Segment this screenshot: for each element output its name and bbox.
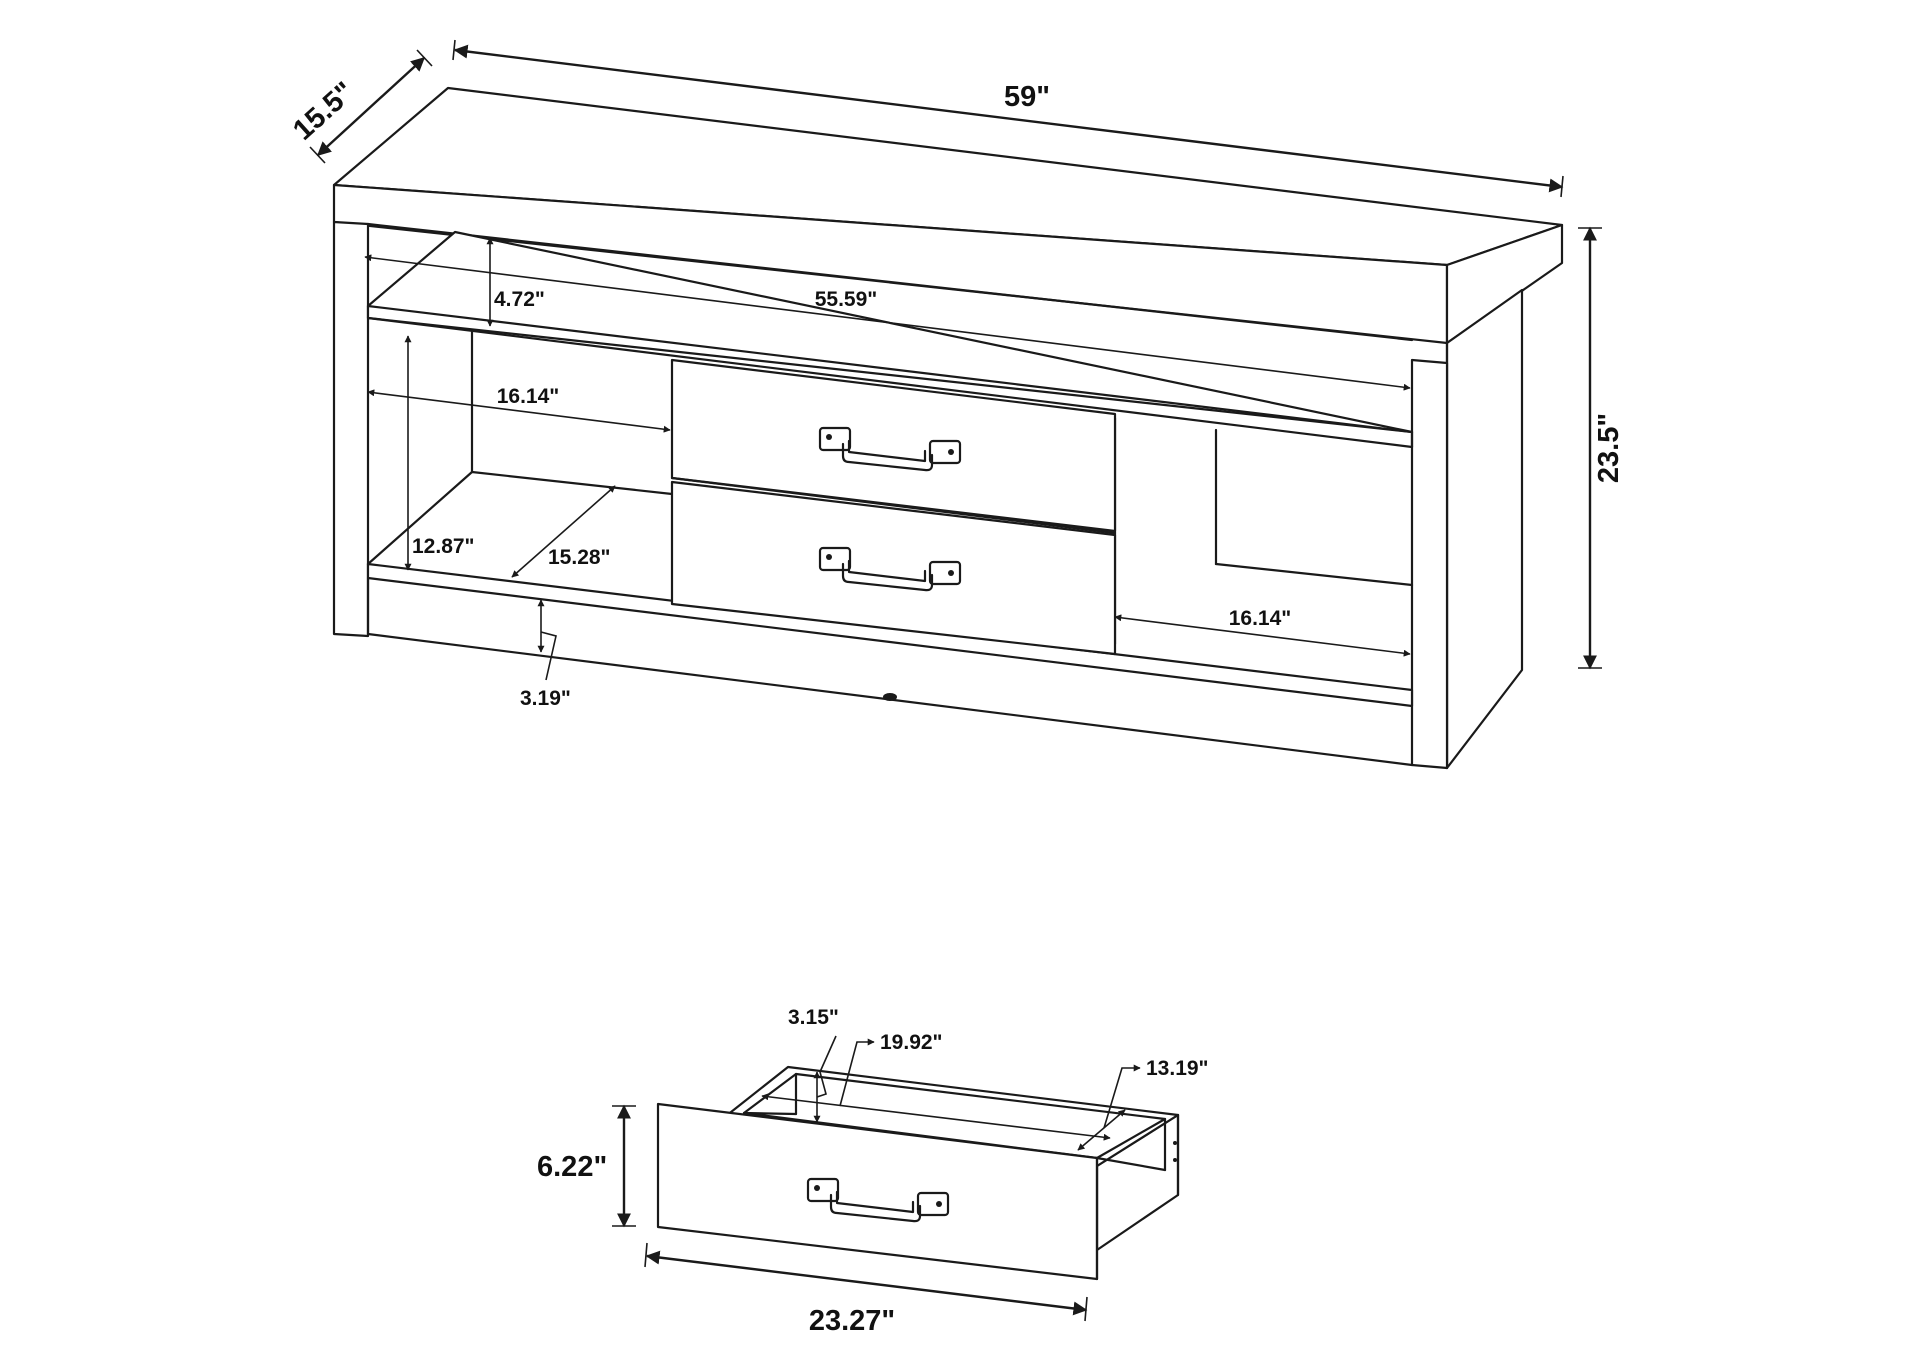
- drawer-inner-height-label: 3.15": [788, 1006, 839, 1029]
- drawer-handle: [806, 1177, 950, 1223]
- depth-label: 15.5": [287, 76, 361, 147]
- top-shelf-clearance-label: 4.72": [494, 288, 545, 311]
- opening-height-dimension: 12.87": [404, 335, 475, 571]
- console-left-leg: [332, 220, 370, 638]
- console-width-dimension: 59": [452, 39, 1564, 198]
- lower-drawer-handle: [818, 546, 962, 592]
- inner-width-dimension: 55.59": [364, 254, 1411, 391]
- console-right-leg: [1410, 358, 1449, 770]
- drawer-front-width-label: 23.27": [809, 1305, 895, 1337]
- opening-depth-label: 15.28": [548, 546, 611, 569]
- drawer-drawing: [656, 1065, 1180, 1281]
- opening-depth-dimension: 15.28": [511, 485, 616, 578]
- drawer-inner-depth-label: 13.19": [1146, 1057, 1209, 1080]
- right-opening-width-dimension: 16.14": [1114, 607, 1411, 657]
- width-label: 59": [1004, 81, 1050, 113]
- drawer-front-height-dimension: 6.22": [537, 1104, 636, 1228]
- console-top-right-edge: [1445, 223, 1564, 345]
- console-upper-drawer[interactable]: [670, 358, 1117, 533]
- right-opening-width-label: 16.14": [1229, 607, 1292, 630]
- base-clearance-dimension: 3.19": [520, 599, 571, 710]
- base-clearance-label: 3.19": [520, 687, 571, 710]
- height-label: 23.5": [1593, 413, 1625, 483]
- console-height-dimension: 23.5": [1578, 226, 1625, 670]
- console-right-side: [1445, 288, 1524, 770]
- opening-height-label: 12.87": [412, 535, 475, 558]
- inner-width-label: 55.59": [815, 288, 878, 311]
- drawer-front-width-dimension: 23.27": [644, 1242, 1088, 1337]
- tv-console-drawing: [332, 86, 1564, 770]
- drawer-inner-width-dimension: 19.92": [761, 1031, 1111, 1141]
- left-opening-width-dimension: 16.14": [367, 385, 671, 433]
- drawer-inner-depth-dimension: 13.19": [1077, 1057, 1209, 1151]
- drawer-inner-width-label: 19.92": [880, 1031, 943, 1054]
- drawer-front-height-label: 6.22": [537, 1151, 607, 1183]
- upper-drawer-handle: [818, 426, 962, 472]
- left-opening-width-label: 16.14": [497, 385, 560, 408]
